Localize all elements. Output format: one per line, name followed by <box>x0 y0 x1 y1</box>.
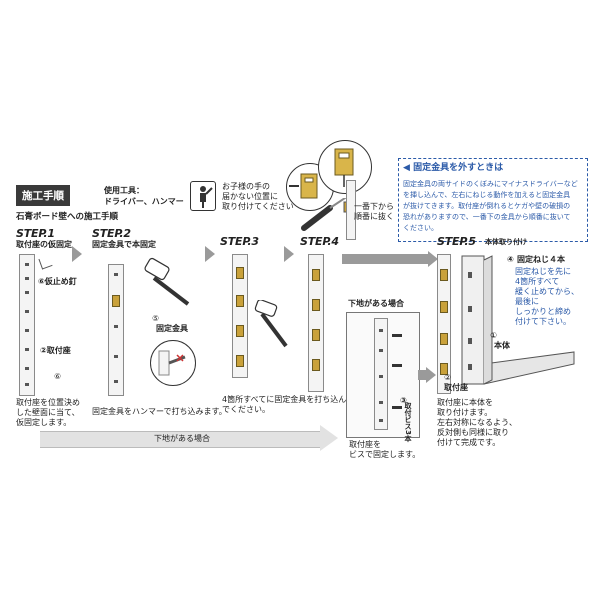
removal-note-line-1: 固定金具の両サイドのくぼみにマイナスドライバーなど <box>403 180 578 188</box>
step-1-desc-3: 仮固定します。 <box>16 418 72 427</box>
step-4-mount-rail <box>308 254 324 392</box>
removal-callout-line-1: 一番下から <box>354 202 394 211</box>
hammer-icon <box>128 256 192 312</box>
step-3-label: STEP.3 <box>220 235 259 248</box>
screw-note-2: 4箇所すべて <box>515 277 560 286</box>
step-1-desc-1: 取付座を位置決め <box>16 398 80 407</box>
step-2-label: STEP.2 <box>92 227 131 240</box>
warning-line-2: 届かない位置に <box>222 192 278 201</box>
removal-zoom-bubble-right <box>318 140 372 194</box>
step-5-desc-4: 反対側も同様に取り <box>437 428 509 437</box>
nail-icon <box>38 255 53 270</box>
stud-flow-label: 下地がある場合 <box>154 434 210 443</box>
warning-line-3: 取り付けてください <box>222 202 294 211</box>
step-1-mount-rail <box>19 254 35 396</box>
arrow-step3-to-4-icon <box>284 246 294 262</box>
screw-note-4: 最後に <box>515 297 539 306</box>
arrow-step1-to-2-icon <box>72 246 82 262</box>
tools-label: 使用工具： <box>104 186 144 195</box>
stud-mount-rail <box>374 318 388 430</box>
screw-note-5: しっかりと締め <box>515 307 571 316</box>
screw-icon <box>392 334 402 337</box>
screw-note-3: 緩く止めてから、 <box>515 287 579 296</box>
step-1-sub: 取付座の仮固定 <box>16 240 72 249</box>
removal-note-line-3: が抜けてきます。取付座が倒れるとケガや壁の破損の <box>403 202 571 210</box>
step5-mount-num: ② <box>444 373 452 382</box>
step-5-desc-2: 取り付けます。 <box>437 408 493 417</box>
fixing-bracket-num: ⑤ <box>152 314 160 323</box>
step-3-desc-2: でください。 <box>222 405 270 414</box>
screw-icon-3 <box>392 406 402 409</box>
warning-icon <box>190 181 216 211</box>
part-6-label: ⑥ <box>54 372 62 381</box>
triangle-icon: ◀ <box>403 163 414 173</box>
warning-line-1: お子様の手の <box>222 182 270 191</box>
step-2-desc-1: 固定金具をハンマーで打ち込みます。 <box>92 407 227 416</box>
step5-mount-label: 取付座 <box>444 383 468 392</box>
stud-flow-band <box>40 431 320 448</box>
screw4-label: 固定ねじ４本 <box>517 255 565 264</box>
flow-band-top <box>342 254 428 264</box>
stud-flow-arrow-icon <box>320 425 338 451</box>
screw-icon-2 <box>392 364 402 367</box>
step-5-desc-3: 左右対称になるよう、 <box>437 418 517 427</box>
stud-desc-2: ビスで固定します。 <box>349 450 421 459</box>
step-5-mount-rail <box>437 254 451 394</box>
tools-value: ドライバー、ハンマー <box>104 197 184 206</box>
body-num: ① <box>490 331 498 340</box>
temp-nail-label: ⑥仮止め釘 <box>38 277 77 286</box>
stud-screw-label: 取付ビス3本 <box>404 402 412 442</box>
step-3-desc-1: 4箇所すべてに固定金具を打ち込ん <box>222 395 347 404</box>
arrow-stud-to-5-icon <box>426 367 436 383</box>
removal-note-title: ◀ 固定金具を外すときは <box>403 163 504 173</box>
stud-screw-num: ③ <box>400 396 407 405</box>
page-subtitle: 石膏ボード壁への施工手順 <box>16 212 119 222</box>
removal-note-line-4: 恐れがありますので、一番下の金具から順番に抜いて <box>403 213 571 221</box>
step-4-label: STEP.4 <box>300 235 339 248</box>
fixing-bracket-label: 固定金具 <box>156 324 188 333</box>
step-2-mount-rail <box>108 264 124 396</box>
removal-rail <box>346 180 356 240</box>
step-5-sub: 本体取り付け <box>485 238 527 246</box>
section-title: 施工手順 <box>16 185 70 206</box>
mount-base-label: ②取付座 <box>40 346 71 355</box>
step-2-sub: 固定金具で本固定 <box>92 240 156 249</box>
stud-to-step5-band <box>418 370 426 380</box>
screw4-num: ④ <box>507 255 514 264</box>
step-1-label: STEP.1 <box>16 227 55 240</box>
step-5-desc-1: 取付座に本体を <box>437 398 493 407</box>
removal-note-box: ◀ 固定金具を外すときは 固定金具の両サイドのくぼみにマイナスドライバーなど を… <box>398 158 588 242</box>
body-label: 本体 <box>494 341 510 350</box>
stud-title: 下地がある場合 <box>348 299 404 308</box>
step-5-label: STEP.5 <box>437 235 476 248</box>
removal-note-line-2: を挿し込んで、左右にねじる動作を加えると固定金具 <box>403 191 571 199</box>
stud-desc-1: 取付座を <box>349 440 381 449</box>
product-body <box>458 252 578 396</box>
removal-callout-line-2: 順番に抜く <box>354 212 394 221</box>
screw-note-6: 付けて下さい。 <box>515 317 571 326</box>
step-1-desc-2: した壁面に当て、 <box>16 408 80 417</box>
step-3-hammer-icon <box>250 299 296 354</box>
step-3-mount-rail <box>232 254 248 378</box>
arrow-step2-to-3-icon <box>205 246 215 262</box>
screw-note-1: 固定ねじを先に <box>515 267 571 276</box>
arrow-step4-to-5-icon <box>428 251 438 267</box>
step-2-zoom-bubble <box>150 340 196 386</box>
removal-note-line-5: ください。 <box>403 224 438 232</box>
step-5-desc-5: 付けて完成です。 <box>437 438 501 447</box>
